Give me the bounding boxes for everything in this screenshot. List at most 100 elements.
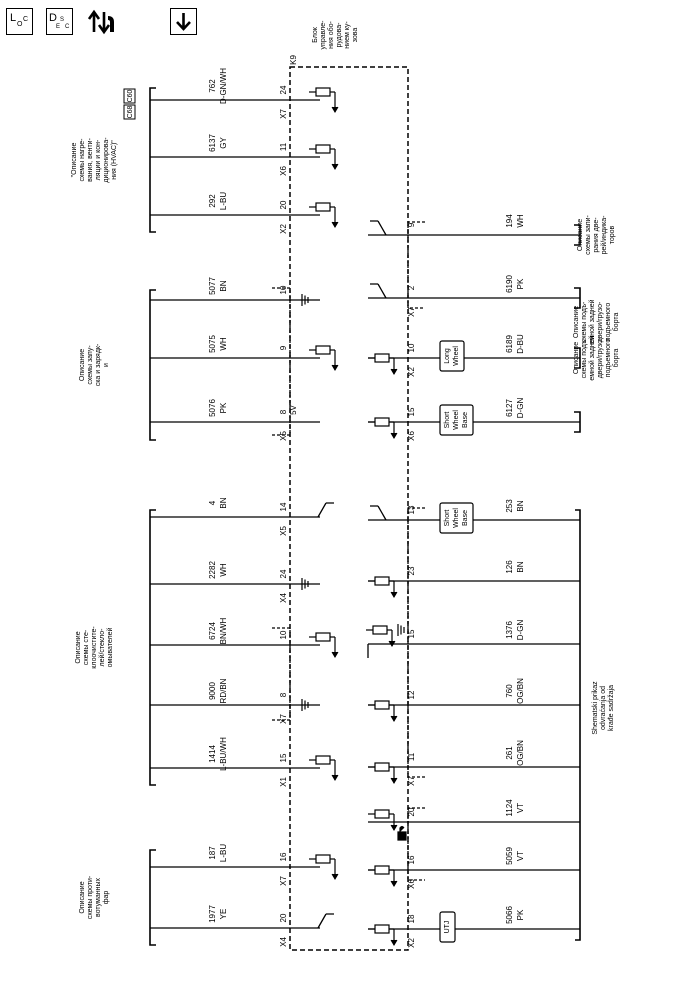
wire-circuit-6724-text: 6724 [208,622,217,640]
left-group-bracket-0 [149,87,156,233]
right-group-desc-1-line: Описание [573,306,580,338]
option-label-253-2: Base [462,510,469,526]
switch-symbol-4 [317,502,334,518]
right-group-desc-3-line: odvraćanja od [600,686,607,730]
pin-number-194: 9 [407,222,416,227]
wire-color-1376-text: D-GN [516,620,525,641]
wire-circuit-126-text: 126 [505,560,514,574]
wire-circuit-1414-text: 1414 [208,745,217,763]
right-group-bracket-1 [574,287,581,309]
note-5076-text: 5V [289,404,298,414]
loc-view-button[interactable]: L O C [6,8,33,35]
pin-symbol-6189 [368,353,398,375]
option-code-C68: C68 [127,105,134,118]
wire-color-261-text: OG/BN [516,740,525,766]
connector-6189: X2 [407,367,416,377]
option-label-6127-1-text: Wheel [453,410,460,430]
wire-circuit-6127: 6127 [505,399,514,417]
wire-color-5059-text: VT [516,851,525,861]
option-box-6127 [439,404,474,436]
connector-5059-text: X6 [407,879,416,889]
wire-circuit-261-text: 261 [505,746,514,760]
left-group-desc-2-line: Описание [75,631,82,663]
pin-number-6137-text: 11 [279,142,288,151]
left-group-desc-1-line: Описание [79,349,86,381]
wire-color-253: BN [516,500,525,511]
pin-number-5075: 9 [279,345,288,350]
option-code-C60: C60 [127,89,134,102]
loc-sub-letter-2: C [23,16,28,23]
wire-color-1376: D-GN [516,620,525,641]
pin-number-6189-text: 10 [407,343,416,352]
switch-symbol-6190 [370,283,387,299]
wire-circuit-6127-text: 6127 [505,399,514,417]
module-description-line: зова [352,28,359,43]
option-label-6127-0-text: Short [444,412,451,429]
pin-number-6137: 11 [279,142,288,151]
option-label-6127-0: Short [444,412,451,429]
option-box-253 [439,502,474,534]
wire-circuit-9000-text: 9000 [208,682,217,700]
wire-circuit-5077: 5077 [208,277,217,295]
arrow-down-icon [176,13,191,31]
wire-color-187-text: L-BU [219,844,228,862]
module-description-line: нием ку- [344,21,351,49]
pin-symbol-261 [368,762,398,784]
left-group-desc-2-line: клоочистите- [91,626,98,669]
wire-color-5066: PK [516,909,525,920]
desc-view-button[interactable]: D E S C [46,8,73,35]
left-group-desc-1-line: схемы запу- [87,345,94,385]
connector-2282: X4 [279,593,288,603]
pin-number-9000-text: 8 [279,692,288,697]
right-group-x6-outline [407,807,425,881]
option-code-box-C68 [123,104,136,120]
wire-color-126: BN [516,561,525,572]
lock-icon [397,825,407,841]
connector-2282-text: X4 [279,593,288,603]
pin-symbol-5075 [309,345,339,371]
right-group-desc-3-line: Shematski prikaz [592,681,599,735]
option-label-5066-0: UTJ [444,921,451,934]
connector-6190-text: X7 [407,307,416,317]
wire-circuit-5075-text: 5075 [208,335,217,353]
pin-symbol-762 [309,87,339,113]
pin-number-261: 11 [407,752,416,761]
option-label-6189-0: Long [444,348,451,364]
connector-5066-text: X2 [407,938,416,948]
wire-circuit-6189: 6189 [505,335,514,353]
connector-292: X2 [279,224,288,234]
left-group-desc-0-line: ния (HVAC)" [111,140,118,180]
wire-color-6127: D-GN [516,398,525,419]
left-group-desc-1-line: ска и зарядк- [95,343,102,386]
connector-view-button[interactable] [86,6,118,38]
wire-circuit-5075: 5075 [208,335,217,353]
ground-symbol-2282 [301,578,309,590]
connector-1414: X1 [279,777,288,787]
wire-circuit-4-text: 4 [208,500,217,505]
pin-number-5077: 10 [279,285,288,294]
pin-number-760-text: 12 [407,690,416,699]
pin-symbol-6724 [309,632,339,658]
left-group-desc-2-line: схемы сте- [83,629,90,665]
pin-number-5059-text: 16 [407,855,416,864]
wire-circuit-6137-text: 6137 [208,134,217,152]
pin-number-292-text: 20 [279,200,288,209]
pin-number-9000: 8 [279,692,288,697]
wire-color-5076: PK [219,402,228,413]
wire-circuit-762-text: 762 [208,79,217,93]
wire-circuit-4: 4 [208,500,217,505]
option-box-5066 [439,911,456,943]
right-group-desc-1-line: борта [612,313,620,332]
download-button[interactable] [170,8,197,35]
wire-circuit-6190-text: 6190 [505,275,514,293]
pin-number-1977: 20 [279,913,288,922]
connector-6190: X7 [407,307,416,317]
left-group-desc-0-line: "Описание [71,143,78,178]
wire-circuit-187-text: 187 [208,846,217,860]
option-label-6189-1: Wheel [453,346,460,366]
right-group-desc-2-line: емной задней [588,335,596,380]
